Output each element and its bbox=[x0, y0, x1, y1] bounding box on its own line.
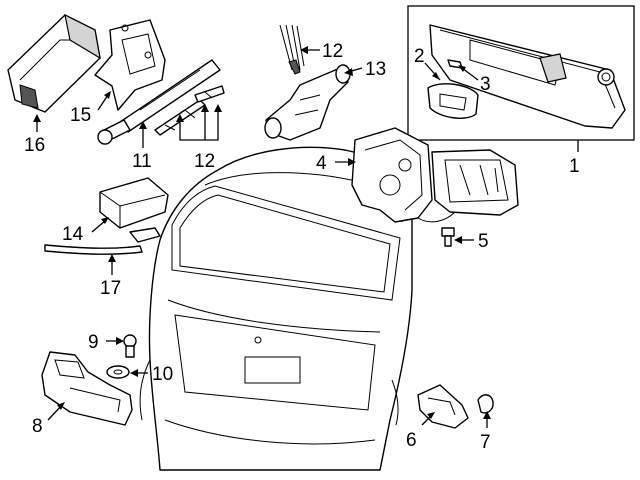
latch-assembly bbox=[351, 127, 519, 223]
callout-9: 9 bbox=[88, 332, 99, 353]
callout-3: 3 bbox=[480, 74, 491, 95]
callout-labels: 1 2 3 4 5 6 7 8 9 10 11 12 12 13 14 15 1… bbox=[24, 41, 580, 453]
callout-11: 11 bbox=[132, 151, 152, 172]
callout-7: 7 bbox=[480, 432, 491, 453]
callout-8: 8 bbox=[32, 416, 43, 437]
callout-12-lower: 12 bbox=[194, 151, 215, 172]
actuator-13 bbox=[264, 64, 351, 141]
screw-9 bbox=[123, 334, 137, 358]
bracket-15 bbox=[94, 19, 166, 111]
washer-10 bbox=[106, 365, 130, 379]
callout-12-upper: 12 bbox=[322, 41, 343, 62]
cover-16 bbox=[7, 13, 101, 113]
module-14 bbox=[99, 177, 169, 229]
callout-14: 14 bbox=[62, 224, 84, 245]
bumper-7 bbox=[477, 394, 494, 414]
callout-15: 15 bbox=[70, 105, 91, 126]
callout-17: 17 bbox=[100, 278, 121, 299]
callout-1: 1 bbox=[569, 156, 580, 177]
callout-2: 2 bbox=[414, 46, 425, 67]
bolt-5 bbox=[441, 227, 455, 247]
callout-10: 10 bbox=[152, 364, 173, 385]
leader-lines bbox=[33, 46, 579, 428]
callout-16: 16 bbox=[24, 135, 45, 156]
gas-strut-11 bbox=[97, 59, 221, 145]
callout-13: 13 bbox=[365, 59, 386, 80]
liftgate-panel bbox=[139, 146, 413, 471]
callout-4: 4 bbox=[316, 153, 327, 174]
wires-12 bbox=[279, 24, 305, 75]
handle-assembly-box bbox=[407, 5, 635, 141]
callout-6: 6 bbox=[406, 430, 417, 451]
callout-5: 5 bbox=[478, 231, 489, 252]
strip-17 bbox=[44, 227, 161, 255]
tray-8 bbox=[41, 351, 133, 426]
